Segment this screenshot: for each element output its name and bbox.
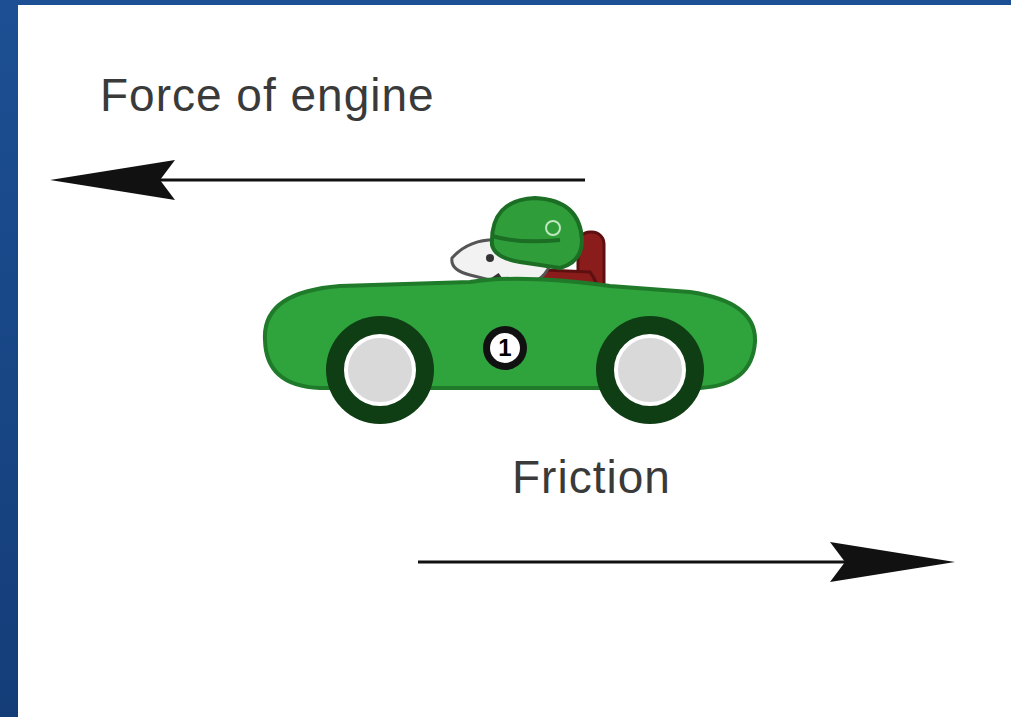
front-hub — [616, 336, 684, 404]
front-wheel — [596, 316, 704, 424]
force-arrowhead — [50, 160, 175, 200]
rear-wheel — [326, 316, 434, 424]
helmet-logo — [546, 221, 560, 235]
driver-eye — [486, 254, 494, 262]
callout-number: 1 — [498, 335, 511, 361]
force-label: Force of engine — [100, 70, 435, 121]
rear-hub — [346, 336, 414, 404]
force-arrow-line — [150, 179, 585, 182]
friction-arrow-line — [418, 561, 860, 564]
helmet — [492, 198, 582, 268]
number-badge-inner — [490, 333, 520, 363]
number-badge — [483, 326, 527, 370]
friction-arrowhead — [830, 542, 955, 582]
force-label: Friction — [512, 452, 671, 503]
helmet-visor — [492, 236, 560, 241]
